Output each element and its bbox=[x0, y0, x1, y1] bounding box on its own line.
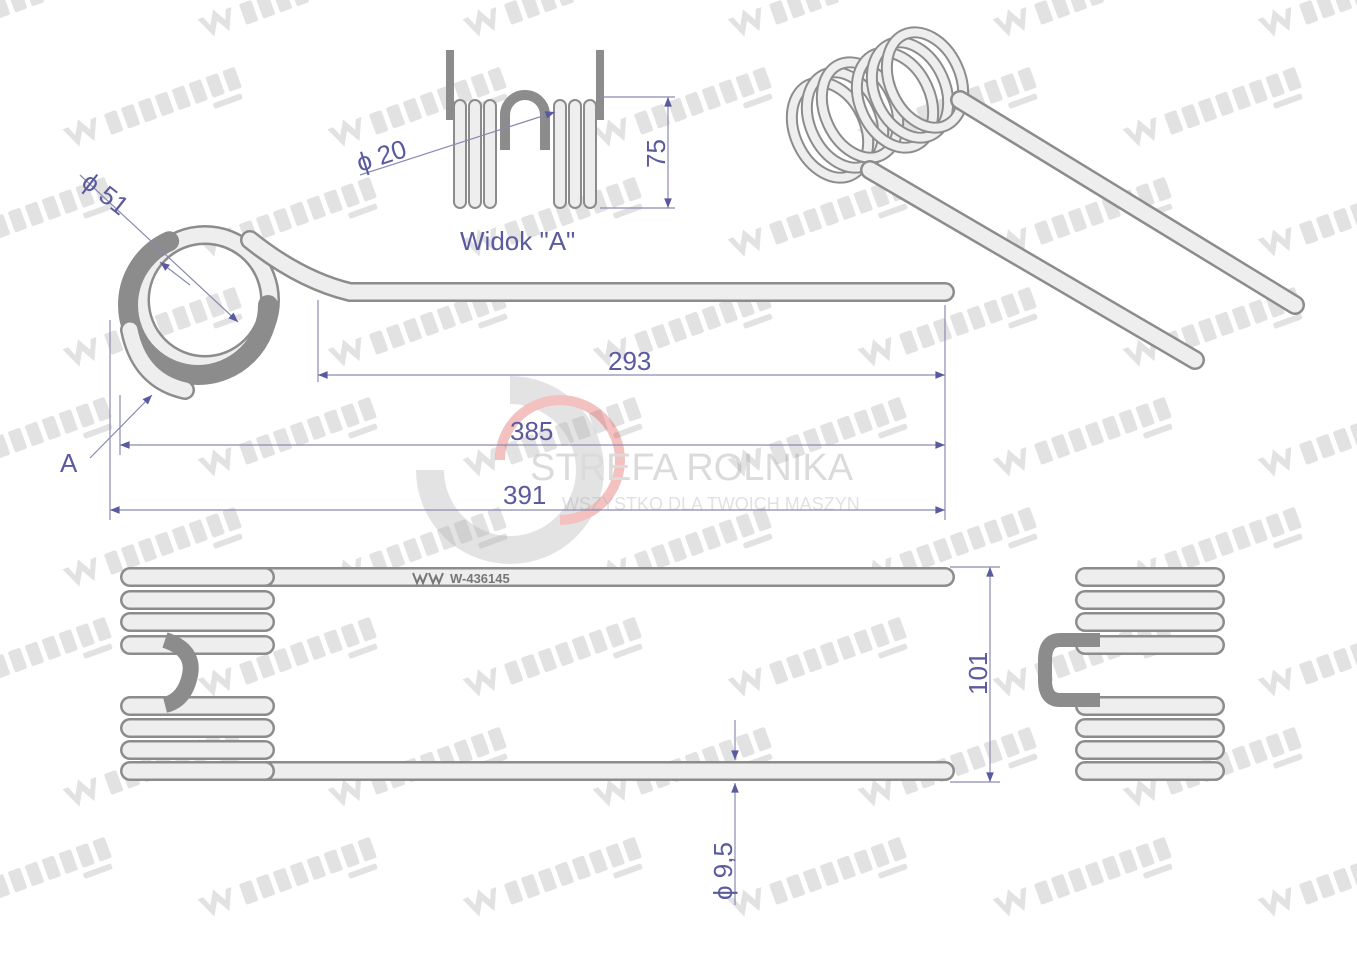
tine-rod bbox=[240, 230, 955, 302]
dim-391: 391 bbox=[503, 480, 546, 510]
part-number: W-436145 bbox=[450, 571, 510, 586]
logo-name: STREFA ROLNIKA bbox=[530, 447, 854, 489]
watermark bbox=[462, 0, 574, 37]
strefa-rolnika-logo: STREFA ROLNIKA bbox=[416, 376, 854, 564]
watermark bbox=[992, 0, 1104, 37]
watermark bbox=[592, 67, 773, 147]
coil-turn bbox=[583, 99, 597, 209]
watermark bbox=[197, 617, 378, 697]
coil-turn bbox=[568, 99, 582, 209]
watermark bbox=[62, 67, 243, 147]
watermark bbox=[857, 287, 1038, 367]
dim-view-a-height: 75 bbox=[641, 139, 671, 168]
watermark bbox=[0, 837, 113, 899]
part-logo-icon bbox=[412, 572, 444, 586]
dim-293: 293 bbox=[608, 346, 651, 376]
view-a: 75 ϕ 20 Widok "A" bbox=[353, 50, 675, 256]
end-view bbox=[1038, 567, 1225, 781]
watermark bbox=[1122, 67, 1303, 147]
watermark bbox=[1257, 0, 1357, 37]
dim-width: 101 bbox=[963, 652, 993, 695]
watermark bbox=[727, 617, 908, 697]
coil-turn bbox=[468, 99, 482, 209]
bottom-view: W-436145 101 ϕ 9,5 bbox=[120, 566, 1000, 905]
watermark bbox=[992, 397, 1173, 477]
side-view: 293 385 391 ϕ 51 A bbox=[60, 166, 955, 520]
view-a-title: Widok "A" bbox=[460, 226, 575, 256]
dim-385: 385 bbox=[510, 416, 553, 446]
gear-icon bbox=[416, 376, 604, 564]
watermark bbox=[727, 837, 908, 917]
coil-turn bbox=[453, 99, 467, 209]
watermark bbox=[462, 617, 643, 697]
watermark bbox=[462, 837, 643, 917]
watermark bbox=[0, 397, 113, 459]
logo-arc bbox=[495, 395, 625, 525]
watermark bbox=[1257, 861, 1357, 917]
isometric-view bbox=[785, 26, 1305, 370]
watermark bbox=[197, 397, 378, 477]
watermark bbox=[1257, 421, 1357, 477]
dim-view-a-wire: ϕ 20 bbox=[353, 134, 411, 178]
watermark bbox=[1257, 201, 1357, 257]
logo-tagline: WSZYSTKO DLA TWOICH MASZYN bbox=[562, 494, 860, 514]
watermark bbox=[327, 67, 508, 147]
watermark bbox=[992, 837, 1173, 917]
dim-wire-diameter: ϕ 9,5 bbox=[708, 842, 738, 900]
watermark bbox=[0, 177, 113, 239]
watermark bbox=[0, 0, 44, 19]
watermark bbox=[0, 617, 113, 679]
view-marker-a: A bbox=[60, 448, 78, 478]
watermark bbox=[1257, 641, 1357, 697]
watermark bbox=[727, 0, 839, 37]
watermark bbox=[197, 0, 309, 37]
watermark bbox=[62, 507, 243, 587]
coil-turn bbox=[483, 99, 497, 209]
coil-turn bbox=[553, 99, 567, 209]
watermark bbox=[197, 837, 378, 917]
